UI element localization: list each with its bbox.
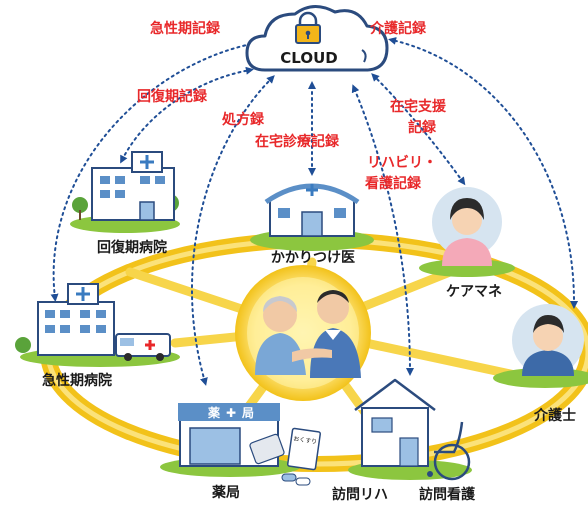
- pill-packs-icon: [249, 433, 311, 486]
- patient-care-illustration: [235, 265, 371, 401]
- acute-hospital: 急性期病院: [15, 283, 180, 389]
- arrow-visiting: [351, 84, 414, 376]
- pharmacy-sign-cross: ✚: [226, 406, 236, 420]
- caregiver: 介護士: [493, 304, 588, 424]
- pharmacy-sign-right: 局: [242, 406, 254, 420]
- pharmacy-sign-left: 薬: [208, 405, 220, 420]
- cloud: CLOUD: [245, 5, 389, 72]
- record-labels: 急性期記録 回復期記録 処方録 在宅診療記録 リハビリ・ 看護記録 在宅支援 記…: [137, 20, 447, 192]
- record-home-support-line1: 在宅支援: [390, 98, 447, 115]
- record-home-support-line2: 記録: [408, 119, 437, 136]
- pharmacy-label: 薬局: [212, 484, 240, 501]
- record-home-medical: 在宅診療記録: [255, 133, 340, 150]
- lock-icon: [295, 11, 321, 44]
- care-manager-label: ケアマネ: [446, 284, 502, 300]
- clinic-building-icon: [264, 183, 360, 237]
- care-manager: ケアマネ: [419, 187, 515, 300]
- recovery-hospital-building-icon: [91, 151, 175, 221]
- visiting-services: 訪問リハ 訪問看護: [332, 378, 476, 503]
- cloud-label: CLOUD: [280, 49, 337, 67]
- arrow-recovery: [120, 66, 254, 164]
- visiting-rehab-label: 訪問リハ: [332, 486, 388, 503]
- ambulance-icon: [115, 333, 171, 361]
- acute-hospital-building-icon: [37, 283, 115, 356]
- medicine-bag-label: おくすり: [293, 435, 318, 445]
- caregiver-label: 介護士: [533, 407, 576, 424]
- family-doctor-label: かかりつけ医: [271, 250, 355, 266]
- wheelchair-icon: [427, 421, 471, 481]
- record-care: 介護記録: [369, 20, 427, 37]
- care-manager-avatar: [442, 198, 492, 266]
- arrow-caregiver: [388, 37, 579, 309]
- caregiver-avatar: [522, 315, 574, 376]
- record-prescription: 処方録: [221, 111, 265, 128]
- acute-hospital-label: 急性期病院: [42, 372, 112, 389]
- record-acute: 急性期記録: [150, 20, 221, 37]
- house-icon: [354, 378, 436, 467]
- arrow-acute: [50, 38, 266, 302]
- record-recovery: 回復期記録: [137, 88, 208, 105]
- pharmacy: 薬 ✚ 局 おくすり 薬局: [160, 403, 321, 501]
- medicine-bag-icon: おくすり: [287, 427, 321, 471]
- data-flow-arrows: [50, 37, 579, 386]
- record-rehab-nursing-line1: リハビリ・: [367, 155, 437, 171]
- family-doctor: かかりつけ医: [250, 183, 374, 266]
- arrow-pharmacy: [190, 75, 275, 386]
- recovery-hospital-label: 回復期病院: [97, 239, 167, 256]
- recovery-hospital: 回復期病院: [70, 151, 180, 256]
- record-rehab-nursing-line2: 看護記録: [364, 175, 422, 192]
- visiting-nursing-label: 訪問看護: [419, 486, 476, 503]
